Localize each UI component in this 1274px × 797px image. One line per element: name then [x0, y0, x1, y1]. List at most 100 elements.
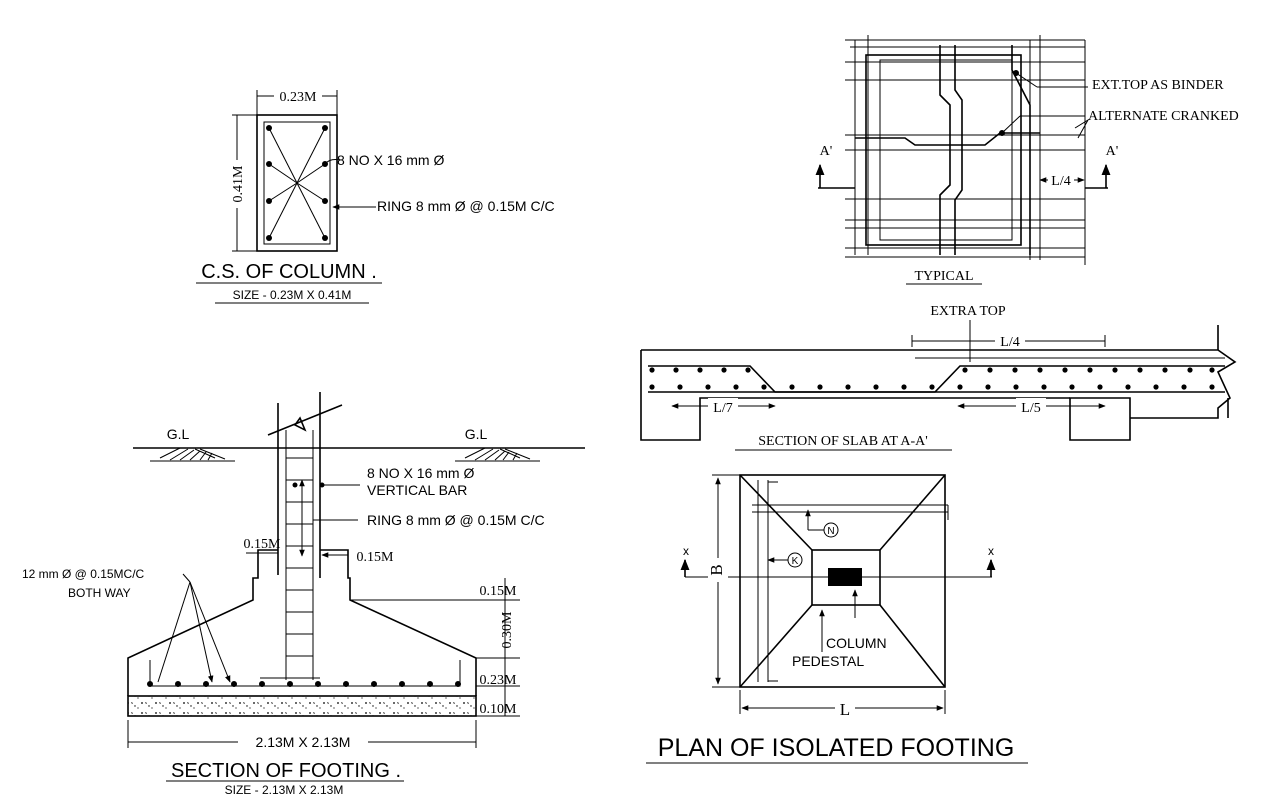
- column-section-subtitle: SIZE - 0.23M X 0.41M: [233, 288, 352, 302]
- label-column: COLUMN: [826, 635, 887, 651]
- mesh-note-2: BOTH WAY: [68, 586, 131, 600]
- footing-outline-right: [320, 549, 477, 696]
- bar-dot: [427, 681, 433, 687]
- bar-dot: [721, 367, 727, 373]
- bar-dot: [761, 384, 767, 390]
- bar-dot: [343, 681, 349, 687]
- footing-plan: x x N K B L COLUMN PEDESTAL PLAN OF ISOL…: [646, 474, 1028, 764]
- footing-outline-left: [127, 549, 278, 696]
- column-bar-note: 8 NO X 16 mm Ø: [337, 152, 444, 168]
- bar-dot: [649, 367, 655, 373]
- slab-dim-left: L/7: [713, 401, 732, 416]
- footing-section-subtitle: SIZE - 2.13M X 2.13M: [225, 783, 344, 797]
- slab-outline-left: [640, 350, 1070, 441]
- bar-dot: [1062, 367, 1068, 373]
- footing-bottom-bars: [147, 681, 461, 687]
- bar-dot: [259, 681, 265, 687]
- bar-dot: [371, 681, 377, 687]
- bar-dot: [1112, 367, 1118, 373]
- bar-dot: [845, 384, 851, 390]
- footing-bottom-mesh: [149, 660, 461, 687]
- gl-left: G.L: [167, 426, 190, 442]
- slab-section: EXTRA TOP L/4 L/7 L/5 SECTION OF SLAB AT…: [640, 304, 1237, 451]
- callout-n: N: [827, 526, 834, 537]
- footing-plan-title: PLAN OF ISOLATED FOOTING: [658, 734, 1015, 762]
- footing-width-dim: 2.13M X 2.13M: [256, 734, 351, 750]
- note-binder: EXT.TOP AS BINDER: [1092, 78, 1224, 93]
- footing-section: G.L G.L: [22, 392, 585, 797]
- typical-title: TYPICAL: [914, 269, 973, 284]
- plan-section-mark-left: x: [683, 544, 689, 558]
- slab-extra-top: EXTRA TOP: [930, 304, 1006, 319]
- bar-dot: [929, 384, 935, 390]
- footing-section-title: SECTION OF FOOTING .: [171, 760, 401, 782]
- column-height-dim: 0.41M: [231, 165, 246, 203]
- footing-column-rings: [286, 457, 313, 657]
- bar-dot: [962, 367, 968, 373]
- column-cross-section: 0.23M 0.41M 8 N: [196, 88, 555, 304]
- slab-dim-right: L/5: [1021, 401, 1040, 416]
- bar-dot: [901, 384, 907, 390]
- dim-h2: 0.30M: [500, 611, 515, 649]
- typical-frame: [845, 35, 1086, 265]
- bar-dot: [231, 681, 237, 687]
- dim-h3: 0.23M: [480, 673, 518, 688]
- label-pedestal: PEDESTAL: [792, 653, 864, 669]
- dim-h1: 0.15M: [480, 584, 518, 599]
- break-line: [267, 404, 343, 436]
- bar-dot: [1097, 384, 1103, 390]
- bar-dot: [649, 384, 655, 390]
- note-cranked: ALTERNATE CRANKED: [1088, 109, 1239, 124]
- bar-dot: [1153, 384, 1159, 390]
- bar-dot: [399, 681, 405, 687]
- column-width-dim: 0.23M: [280, 90, 318, 105]
- dim-offset-right: 0.15M: [357, 550, 395, 565]
- bar-dot: [1037, 367, 1043, 373]
- bar-dot: [1013, 384, 1019, 390]
- slab-dim-top: L/4: [1000, 335, 1019, 350]
- cranked-bar-vertical-1: [939, 45, 951, 255]
- vertical-bar-note-1: 8 NO X 16 mm Ø: [367, 465, 474, 481]
- column-cross-ties: [268, 127, 326, 239]
- bar-dot: [1041, 384, 1047, 390]
- bar-dot: [315, 681, 321, 687]
- column-section-title: C.S. OF COLUMN .: [201, 261, 377, 283]
- bar-dot: [987, 367, 993, 373]
- bar-dot: [985, 384, 991, 390]
- bar-dot: [287, 681, 293, 687]
- typical-slab-plan: EXT.TOP AS BINDER ALTERNATE CRANKED A' A…: [815, 35, 1239, 285]
- bar-dot: [1069, 384, 1075, 390]
- bar-dot: [455, 681, 461, 687]
- bar-dot: [873, 384, 879, 390]
- bar-dot: [1137, 367, 1143, 373]
- slab-section-title: SECTION OF SLAB AT A-A': [758, 434, 928, 449]
- section-mark-right: A': [1106, 144, 1119, 159]
- vertical-bar-note-2: VERTICAL BAR: [367, 482, 467, 498]
- bar-dot: [705, 384, 711, 390]
- section-mark-left: A': [820, 144, 833, 159]
- bar-dot: [1012, 367, 1018, 373]
- pcc-bed: [127, 695, 477, 717]
- slab-outline-right: [641, 349, 1237, 441]
- bar-dot: [1209, 367, 1215, 373]
- plan-reinforcement: [752, 480, 949, 682]
- bar-dot: [1209, 384, 1215, 390]
- typical-dim: L/4: [1051, 174, 1070, 189]
- column-ring-note: RING 8 mm Ø @ 0.15M C/C: [377, 198, 555, 214]
- ground-hatch-right: [455, 447, 540, 462]
- plan-section-mark-right: x: [988, 544, 994, 558]
- bar-leader: [324, 159, 341, 165]
- bar-dot: [745, 367, 751, 373]
- bar-dot: [203, 681, 209, 687]
- bar-dot: [957, 384, 963, 390]
- cranked-bar-vertical-2: [954, 45, 963, 255]
- column-ring-tie: [263, 121, 331, 245]
- bar-dot: [733, 384, 739, 390]
- bar-dot: [1125, 384, 1131, 390]
- ground-hatch-left: [150, 447, 235, 462]
- slab-bottom-bars: [649, 367, 1215, 390]
- mesh-note-1: 12 mm Ø @ 0.15MC/C: [22, 567, 145, 581]
- column-outline: [256, 114, 338, 252]
- bar-dot: [677, 384, 683, 390]
